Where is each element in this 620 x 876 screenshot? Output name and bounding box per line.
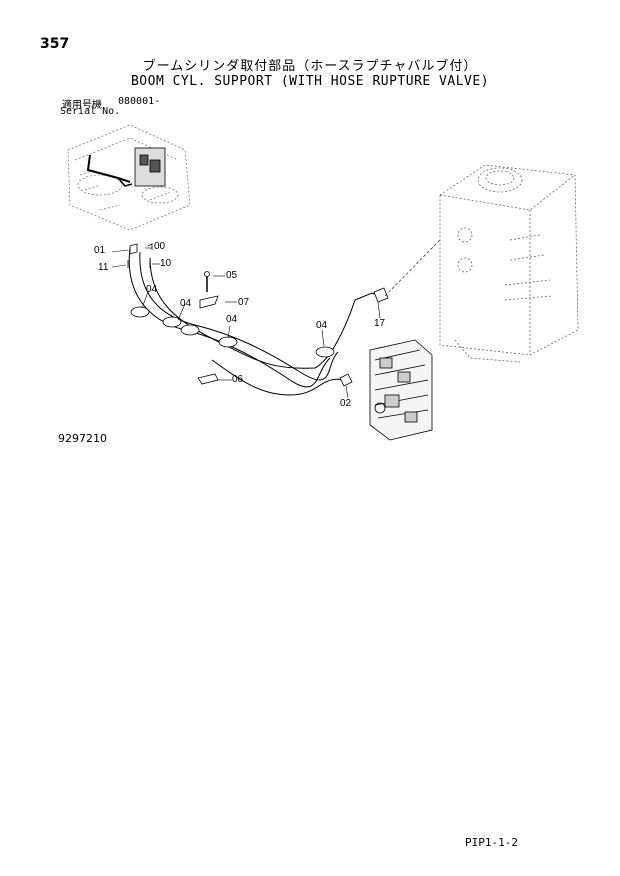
leader-lines (111, 239, 441, 399)
main-housing (439, 164, 579, 363)
callout-04-c: 04 (226, 314, 238, 325)
callout-04-a: 04 (146, 284, 158, 295)
figure-number: 9297210 (58, 432, 107, 445)
callout-17: 17 (374, 318, 386, 329)
callout-01: 01 (94, 245, 106, 256)
clamps (130, 306, 335, 358)
machine-overview-inset (67, 124, 191, 231)
callout-06: 06 (232, 374, 244, 385)
callout-05: 05 (226, 270, 238, 281)
control-valve (369, 339, 433, 441)
footer-code: PIP1-1-2 (465, 836, 518, 849)
callout-04-b: 04 (180, 298, 192, 309)
machine-overview-valve (86, 147, 166, 187)
serial-label-english: Serial No. (60, 106, 121, 117)
callout-10: 10 (160, 258, 172, 269)
callout-00: 00 (154, 241, 166, 252)
hose-lines (128, 247, 386, 396)
small-parts (127, 243, 389, 387)
serial-value: 080001- (118, 96, 161, 107)
page-number: 357 (40, 36, 70, 52)
callout-02: 02 (340, 398, 352, 409)
serial-label-japanese: 適用号機 (62, 100, 102, 111)
callout-04-d: 04 (316, 320, 328, 331)
callout-07: 07 (238, 297, 250, 308)
callout-11: 11 (98, 262, 109, 273)
title-english: BOOM CYL. SUPPORT (WITH HOSE RUPTURE VAL… (130, 74, 490, 89)
title-japanese: ブームシリンダ取付部品（ホースラプチャバルブ付） (142, 59, 478, 74)
